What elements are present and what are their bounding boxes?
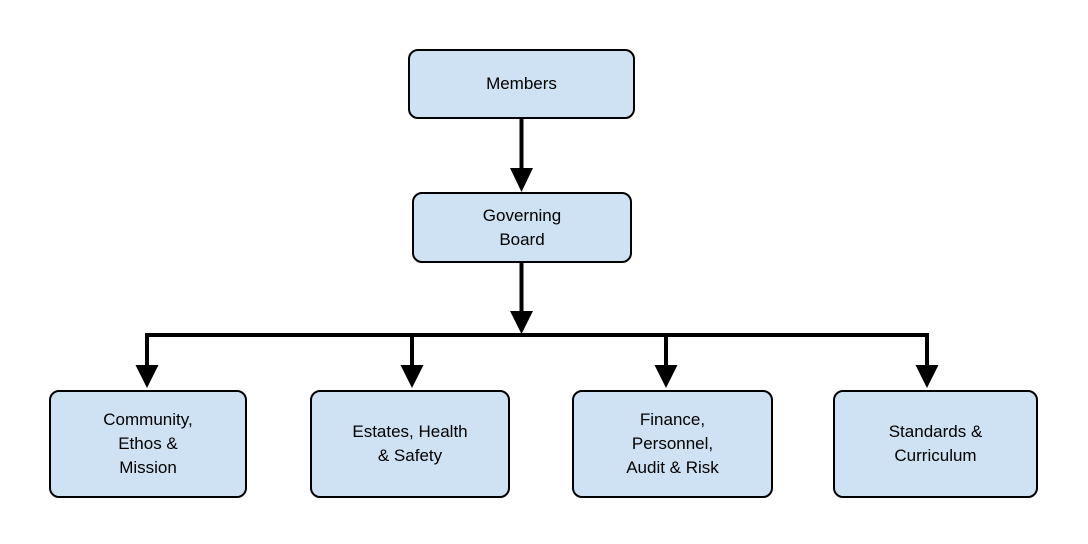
node-standards-curriculum-label: Standards & Curriculum [888, 422, 983, 465]
node-finance-personnel-audit-risk-label: Finance, Personnel, Audit & Risk [626, 410, 719, 477]
edge-branch-standards [915, 333, 939, 388]
node-governing-board-label: Governing Board [482, 205, 562, 249]
edge-branch-finance [654, 333, 678, 388]
node-community-ethos-mission-label: Community, Ethos & Mission [103, 410, 193, 477]
node-members-label: Members [486, 74, 557, 93]
edge-branch-estates [400, 333, 424, 388]
node-estates-health-safety-label: Estates, Health & Safety [352, 422, 468, 465]
node-members: Members [408, 49, 635, 119]
node-governing-board: Governing Board [412, 192, 632, 263]
node-estates-health-safety: Estates, Health & Safety [310, 390, 510, 498]
node-community-ethos-mission: Community, Ethos & Mission [49, 390, 247, 498]
node-standards-curriculum: Standards & Curriculum [833, 390, 1038, 498]
edge-members-governing-board [510, 118, 533, 192]
edge-governing-board-branch [510, 262, 533, 334]
edge-branch-community [135, 333, 159, 388]
node-finance-personnel-audit-risk: Finance, Personnel, Audit & Risk [572, 390, 773, 498]
